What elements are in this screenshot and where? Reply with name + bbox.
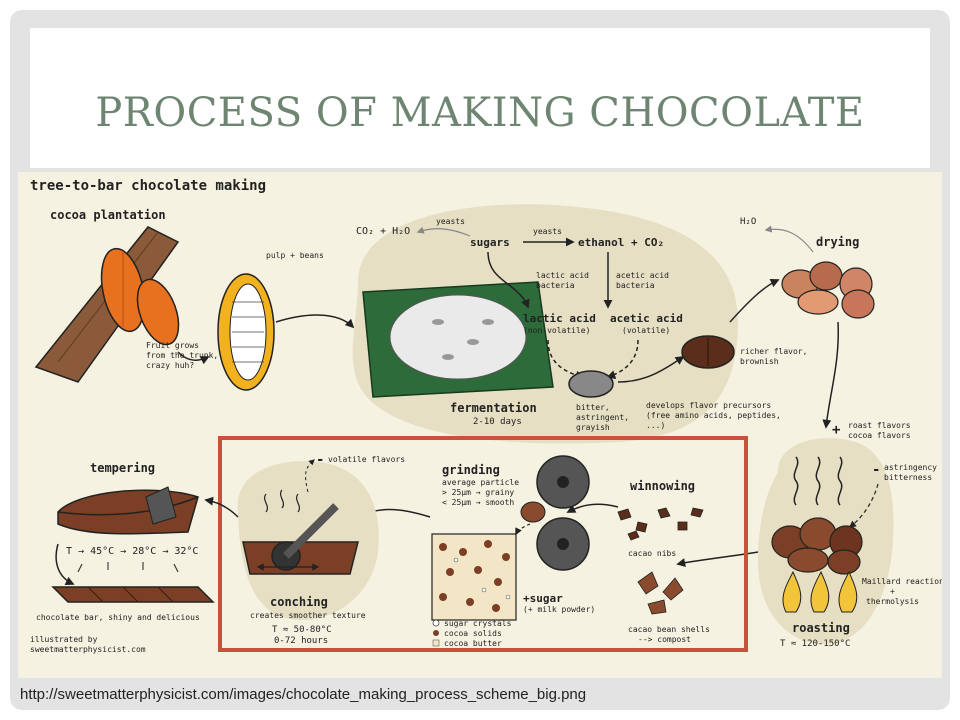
richer-label-2: brownish [740, 357, 779, 366]
grinding-label: grinding [442, 463, 500, 477]
cacao-bean-shells [637, 571, 684, 615]
dried-beans [781, 261, 875, 319]
bitter-label-3: grayish [576, 423, 610, 432]
roast-plus: + [832, 422, 840, 438]
cocoa-pod-right [136, 278, 180, 346]
acetic-note-label: (volatile) [622, 326, 670, 335]
credit-line-1: illustrated by [30, 635, 98, 644]
lactic-acid-label: lactic acid [523, 312, 596, 325]
steam-lines [793, 456, 843, 506]
grinding-smooth: < 25µm → smooth [442, 498, 514, 507]
precursors-label-2: (free amino acids, peptides, [646, 411, 781, 420]
ethanol-label: ethanol + CO₂ [578, 236, 664, 249]
lab-label-2: bacteria [536, 281, 575, 290]
cacao-nibs [617, 507, 704, 541]
lactic-note-label: (non-volatile) [523, 326, 590, 335]
compost-label: --> compost [638, 635, 691, 644]
roasted-beans [771, 517, 863, 575]
plantation-note-1: Fruit grows [146, 341, 199, 350]
conching-machine [242, 503, 359, 575]
astringency-minus: - [872, 462, 880, 478]
conching-minus: - [316, 452, 324, 468]
fermentation-label: fermentation [450, 401, 537, 415]
precursors-label-3: ...) [646, 421, 665, 430]
conching-hours: 0-72 hours [274, 636, 328, 646]
maillard-label-1: Maillard reaction [862, 577, 942, 586]
roast-flavors-1: roast flavors [848, 421, 911, 430]
astringency-label-1: astringency [884, 463, 937, 472]
chocolate-bar-label: chocolate bar, shiny and delicious [36, 613, 200, 622]
page-title: PROCESS OF MAKING CHOCOLATE [95, 90, 865, 136]
cocoa-tree-illustration [34, 226, 180, 383]
plantation-label: cocoa plantation [50, 208, 166, 222]
precursors-label-1: develops flavor precursors [646, 401, 771, 410]
source-url[interactable]: http://sweetmatterphysicist.com/images/c… [20, 686, 587, 703]
aab-label-1: acetic acid [616, 271, 669, 280]
bitter-label-2: astringent, [576, 413, 629, 422]
legend-sugar-crystals: sugar crystals [444, 619, 512, 628]
legend-cocoa-butter: cocoa butter [444, 639, 502, 648]
fermenting-beans-on-leaves [362, 281, 554, 398]
conching-label: conching [270, 595, 328, 609]
conching-steam [263, 489, 301, 513]
grinding-rollers [520, 455, 590, 571]
tempering-temps: T → 45°C → 28°C → 32°C [66, 546, 198, 557]
highlight-box [218, 436, 748, 652]
maillard-label-3: thermolysis [866, 597, 919, 606]
richer-label-1: richer flavor, [740, 347, 807, 356]
yeasts-label-1: yeasts [436, 217, 465, 226]
legend-cocoa-solids: cocoa solids [444, 629, 502, 638]
plantation-note-3: crazy huh? [146, 361, 194, 370]
tempering-slab [57, 486, 199, 535]
sugar-label: +sugar [523, 592, 563, 605]
volatile-flavors-label: volatile flavors [328, 455, 405, 464]
open-cocoa-pod [217, 273, 275, 391]
chocolate-bar [51, 562, 215, 603]
bitter-label-1: bitter, [576, 403, 610, 412]
roast-flavors-2: cocoa flavors [848, 431, 911, 440]
chocolate-mass-particles [431, 533, 517, 621]
roasting-temp: T ≈ 120-150°C [780, 639, 850, 649]
milk-powder-label: (+ milk powder) [523, 605, 595, 614]
roasting-label: roasting [792, 621, 850, 635]
winnowing-label: winnowing [630, 479, 695, 493]
fire-flames [782, 570, 858, 613]
drying-h2o-label: H₂O [740, 217, 756, 227]
acetic-acid-label: acetic acid [610, 312, 683, 325]
tempering-label: tempering [90, 461, 155, 475]
drying-label: drying [816, 235, 859, 249]
diagram-heading: tree-to-bar chocolate making [30, 178, 266, 194]
co2-h2o-label: CO₂ + H₂O [356, 226, 410, 237]
chocolate-process-diagram: tree-to-bar chocolate making cocoa plant… [18, 172, 942, 678]
conching-blob [237, 461, 379, 621]
conching-texture: creates smoother texture [250, 611, 366, 620]
sugars-label: sugars [470, 236, 510, 249]
grinding-avg: average particle [442, 478, 519, 487]
fermentation-duration: 2-10 days [473, 417, 522, 427]
grayish-bean [568, 370, 614, 398]
grinding-grainy: > 25µm → grainy [442, 488, 514, 497]
astringency-label-2: bitterness [884, 473, 932, 482]
title-panel: PROCESS OF MAKING CHOCOLATE [30, 28, 930, 168]
lab-label-1: lactic acid [536, 271, 589, 280]
conching-temp: T ≈ 50-80°C [272, 625, 332, 635]
maillard-label-2: + [890, 587, 895, 596]
credit-line-2: sweetmatterphysicist.com [30, 645, 146, 654]
pulp-beans-label: pulp + beans [266, 251, 324, 260]
aab-label-2: bacteria [616, 281, 655, 290]
yeasts-label-2: yeasts [533, 227, 562, 236]
shells-label: cacao bean shells [628, 625, 710, 634]
cacao-nibs-label: cacao nibs [628, 549, 676, 558]
